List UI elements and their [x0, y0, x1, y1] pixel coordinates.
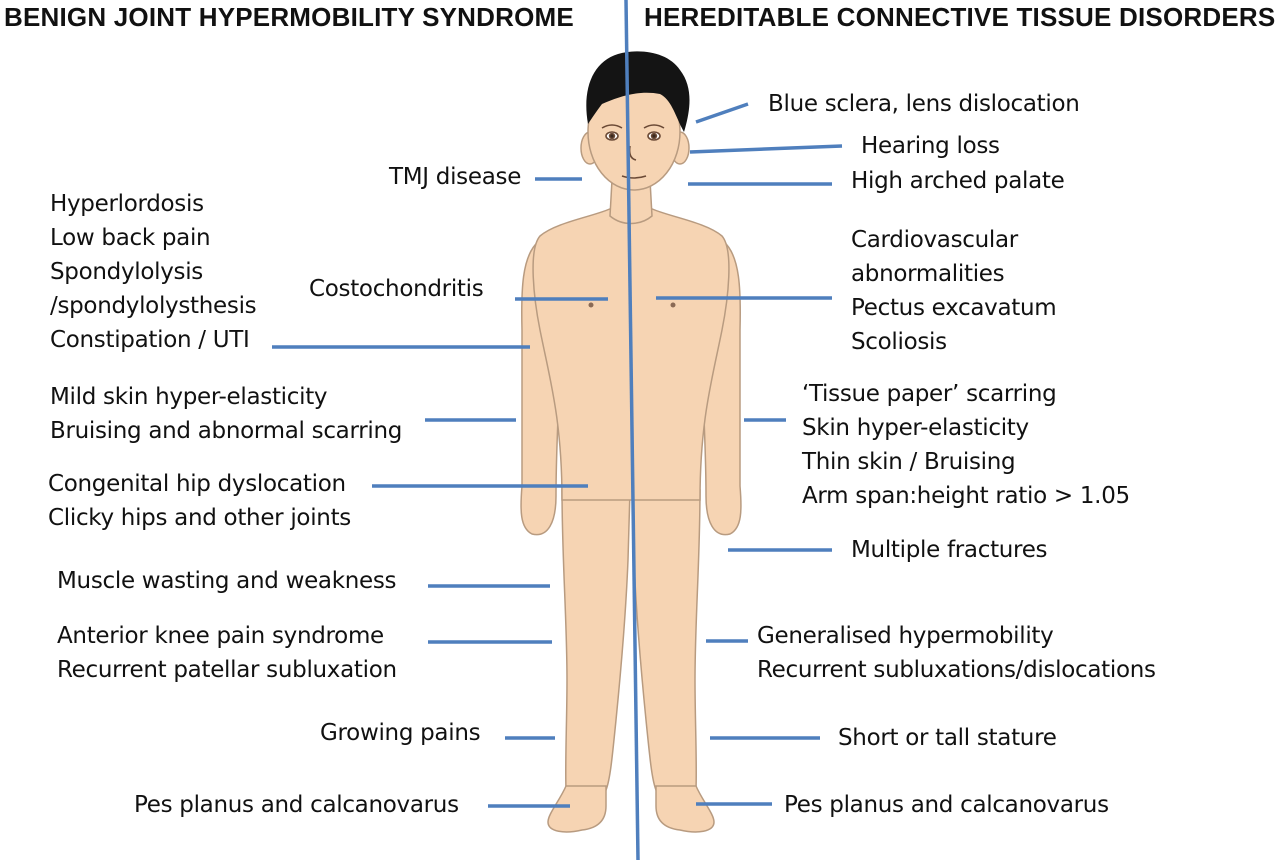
label-line: Scoliosis [851, 329, 947, 355]
label-line: Pes planus and calcanovarus [134, 792, 459, 818]
label-line: Muscle wasting and weakness [57, 568, 397, 594]
face [601, 124, 665, 179]
label-line: Anterior knee pain syndrome [57, 623, 384, 649]
label-hip: Congenital hip dyslocation Clicky hips a… [48, 467, 351, 535]
label-line: Recurrent subluxations/dislocations [757, 657, 1156, 683]
right-column-title: HEREDITABLE CONNECTIVE TISSUE DISORDERS [644, 2, 1276, 32]
label-cardio: Cardiovascular abnormalities Pectus exca… [851, 223, 1057, 359]
label-line: High arched palate [851, 168, 1065, 194]
leader-hearing [689, 144, 843, 154]
label-costochondritis: Costochondritis [309, 272, 484, 306]
label-tmj: TMJ disease [389, 160, 521, 194]
label-fractures: Multiple fractures [851, 533, 1048, 567]
hair [586, 51, 690, 132]
label-line: Mild skin hyper-elasticity [50, 384, 328, 410]
label-line: Hyperlordosis [50, 191, 204, 217]
left-column-title: BENIGN JOINT HYPERMOBILITY SYNDROME [4, 2, 574, 32]
right-nipple [670, 302, 676, 308]
label-line: Blue sclera, lens dislocation [768, 91, 1080, 117]
label-line: Recurrent patellar subluxation [57, 657, 397, 683]
label-palate: High arched palate [851, 164, 1065, 198]
label-line: Costochondritis [309, 276, 484, 302]
label-line: Spondylolysis [50, 259, 203, 285]
label-eye: Blue sclera, lens dislocation [768, 87, 1080, 121]
leader-lines [272, 102, 843, 808]
label-back: Hyperlordosis Low back pain Spondylolysi… [50, 187, 257, 357]
divider-line [624, 0, 640, 861]
label-line: Congenital hip dyslocation [48, 471, 346, 497]
label-line: Skin hyper-elasticity [802, 415, 1029, 441]
label-line: Clicky hips and other joints [48, 505, 351, 531]
right-leg [631, 489, 701, 791]
label-tissue: ‘Tissue paper’ scarring Skin hyper-elast… [802, 377, 1130, 513]
leader-eye [695, 102, 749, 124]
label-knee: Anterior knee pain syndrome Recurrent pa… [57, 619, 397, 687]
label-line: abnormalities [851, 261, 1005, 287]
label-line: Pectus excavatum [851, 295, 1057, 321]
label-line: ‘Tissue paper’ scarring [802, 381, 1057, 407]
label-pes-left: Pes planus and calcanovarus [134, 788, 459, 822]
label-hearing: Hearing loss [861, 129, 1000, 163]
label-line: TMJ disease [389, 164, 522, 190]
label-stature: Short or tall stature [838, 721, 1057, 755]
label-line: Bruising and abnormal scarring [50, 418, 403, 444]
label-line: Thin skin / Bruising [802, 449, 1016, 475]
label-line: Low back pain [50, 225, 211, 251]
label-line: Growing pains [320, 720, 481, 746]
label-line: Pes planus and calcanovarus [784, 792, 1109, 818]
label-line: Cardiovascular [851, 227, 1018, 253]
label-pes-right: Pes planus and calcanovarus [784, 788, 1109, 822]
left-foot [547, 785, 607, 833]
label-skin: Mild skin hyper-elasticity Bruising and … [50, 380, 402, 448]
label-line: Multiple fractures [851, 537, 1048, 563]
label-line: Arm span:height ratio > 1.05 [802, 483, 1130, 509]
label-growing: Growing pains [320, 716, 481, 750]
left-nipple [588, 302, 594, 308]
label-line: Hearing loss [861, 133, 1000, 159]
neck [609, 179, 653, 225]
label-line: /spondylolysthesis [50, 293, 257, 319]
label-muscle: Muscle wasting and weakness [57, 564, 397, 598]
left-leg [561, 489, 631, 791]
right-foot [655, 785, 715, 833]
label-line: Short or tall stature [838, 725, 1057, 751]
label-hypermob: Generalised hypermobility Recurrent subl… [757, 619, 1156, 687]
label-line: Constipation / UTI [50, 327, 250, 353]
label-line: Generalised hypermobility [757, 623, 1054, 649]
